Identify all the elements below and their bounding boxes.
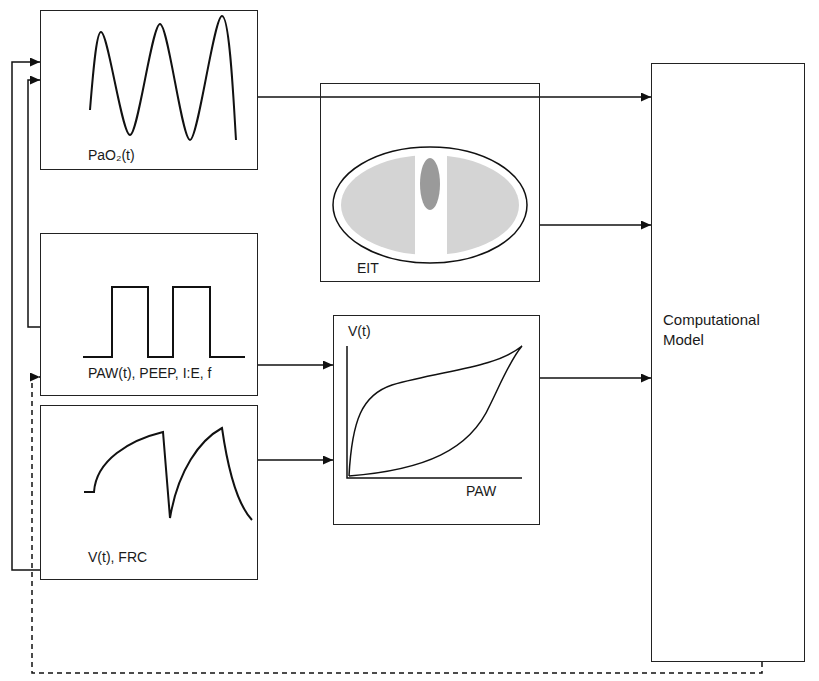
flow-arrow (540, 224, 651, 226)
axis-label: PAW (466, 483, 496, 501)
pv-loop-box: V(t) PAW (333, 315, 540, 525)
flow-arrow (540, 377, 651, 379)
box-label: EIT (357, 260, 379, 278)
box-label: Computational Model (663, 310, 795, 349)
flow-arrow (28, 80, 40, 327)
box-label: V(t), FRC (88, 549, 147, 567)
signal-box: PaO₂(t) (40, 10, 258, 170)
box-label: V(t) (348, 323, 371, 341)
flow-arrow (12, 62, 40, 570)
eit-box: EIT (320, 83, 540, 282)
pressure-wave (83, 287, 245, 357)
feedback-arrow (32, 377, 762, 673)
eit-heart (420, 158, 440, 210)
box-label: PAW(t), PEEP, I:E, f (88, 365, 211, 383)
box-label: PaO₂(t) (88, 147, 135, 165)
volume-wave (84, 428, 252, 520)
ventilator-box: PAW(t), PEEP, I:E, f (40, 233, 258, 396)
flow-arrow (258, 459, 333, 461)
flow-arrow (258, 364, 333, 366)
pao2-wave (90, 16, 236, 140)
pv-loop (349, 346, 522, 476)
pv-axes (347, 346, 522, 478)
eit-left-lung (330, 145, 415, 270)
model-box: Computational Model (651, 63, 805, 662)
volume-box: V(t), FRC (40, 405, 258, 580)
eit-right-lung (447, 145, 532, 270)
flow-arrow (258, 96, 651, 98)
